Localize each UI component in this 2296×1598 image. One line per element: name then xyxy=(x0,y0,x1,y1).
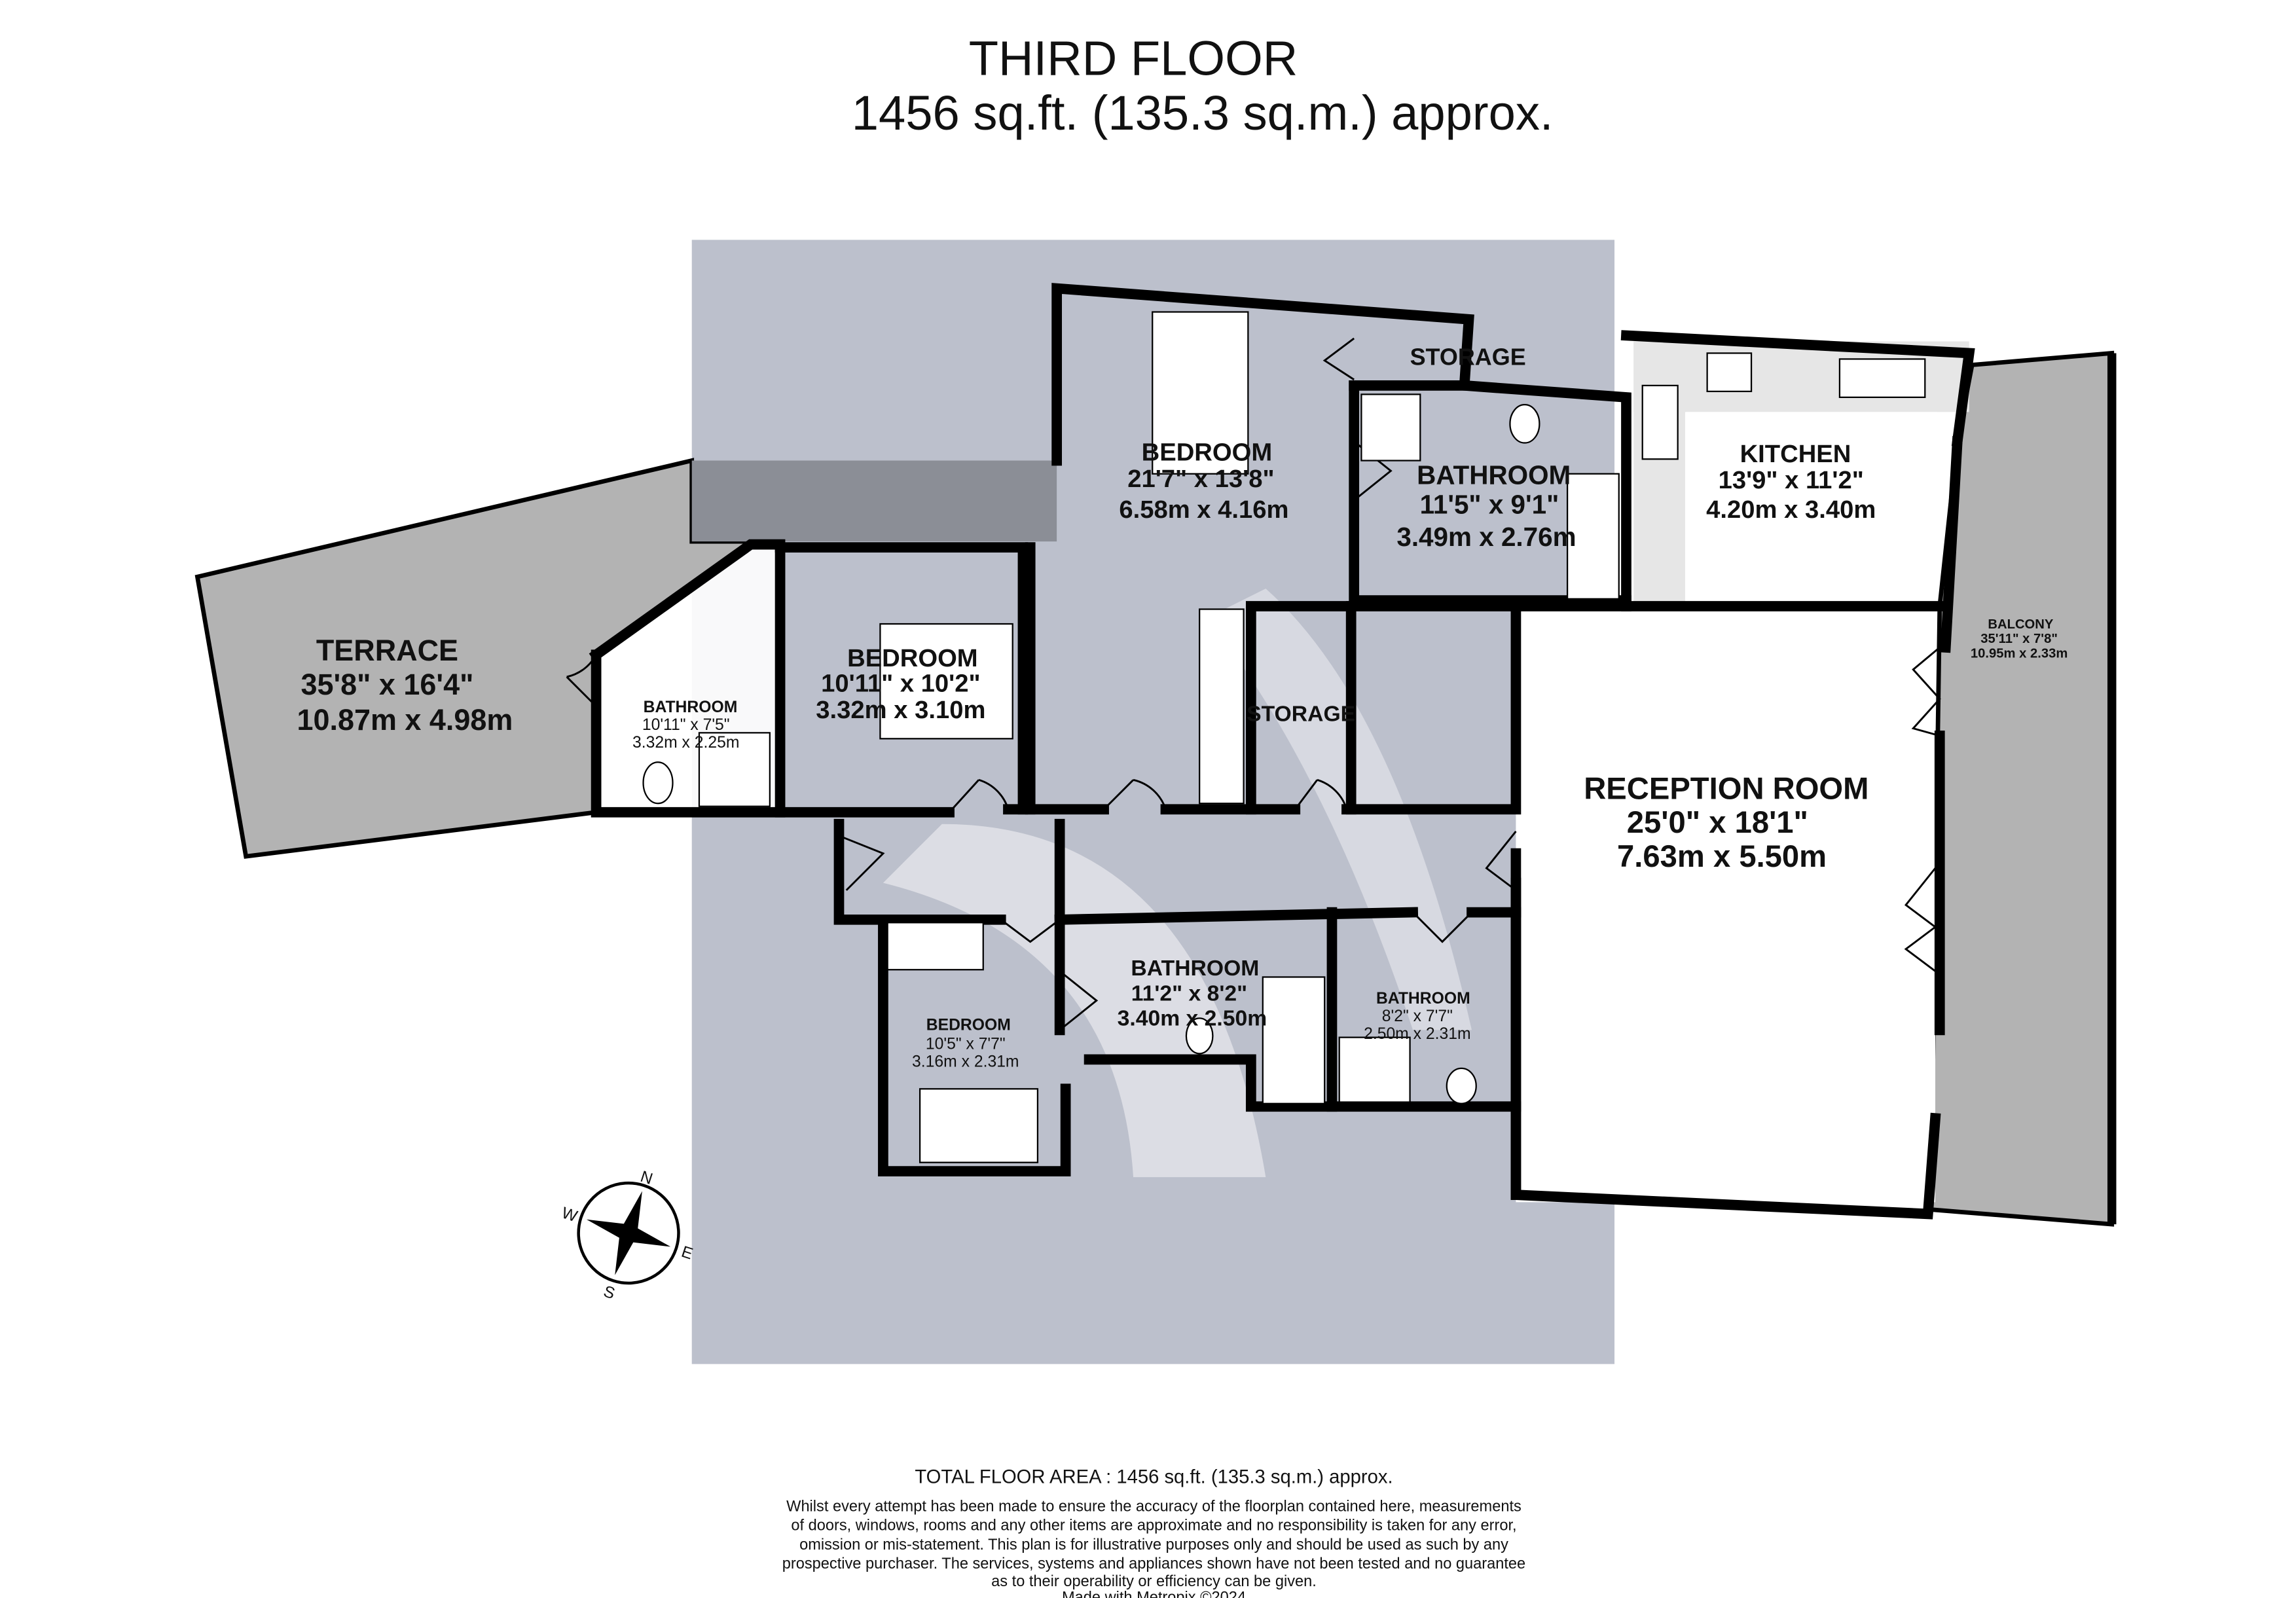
credit: Made with Metropix ©2024 xyxy=(1062,1589,1246,1598)
svg-text:of doors, windows, rooms and a: of doors, windows, rooms and any other i… xyxy=(791,1517,1516,1534)
svg-text:Whilst every attempt has been: Whilst every attempt has been made to en… xyxy=(786,1498,1522,1515)
svg-text:omission or mis-statement. Thi: omission or mis-statement. This plan is … xyxy=(799,1536,1508,1553)
shaded-area xyxy=(691,460,1057,542)
svg-text:BATHROOM: BATHROOM xyxy=(1131,956,1259,981)
room-label-kitchen: KITCHEN 13'9" x 11'2" 4.20m x 3.40m xyxy=(1706,440,1876,524)
walls xyxy=(589,283,1975,1220)
room-label-bathroom-south: BATHROOM 11'2" x 8'2" 3.40m x 2.50m xyxy=(1118,956,1267,1030)
svg-text:N: N xyxy=(638,1168,655,1188)
svg-text:10.87m x 4.98m: 10.87m x 4.98m xyxy=(297,703,513,736)
svg-text:21'7" x 13'8": 21'7" x 13'8" xyxy=(1127,465,1274,493)
svg-text:KITCHEN: KITCHEN xyxy=(1740,440,1851,468)
svg-text:10'11" x 7'5": 10'11" x 7'5" xyxy=(642,716,730,734)
room-label-storage-north: STORAGE xyxy=(1410,343,1526,370)
svg-text:3.40m x 2.50m: 3.40m x 2.50m xyxy=(1118,1006,1267,1031)
svg-text:3.32m x 3.10m: 3.32m x 3.10m xyxy=(816,696,985,724)
room-label-bathroom-ensuite: BATHROOM 11'5" x 9'1" 3.49m x 2.76m xyxy=(1396,460,1576,551)
room-label-reception: RECEPTION ROOM 25'0" x 18'1" 7.63m x 5.5… xyxy=(1584,772,1868,874)
svg-text:RECEPTION ROOM: RECEPTION ROOM xyxy=(1584,772,1868,807)
svg-text:35'8" x 16'4": 35'8" x 16'4" xyxy=(301,668,473,701)
svg-text:8'2" x 7'7": 8'2" x 7'7" xyxy=(1382,1008,1453,1025)
plan-title: THIRD FLOOR xyxy=(969,31,1298,86)
svg-text:6.58m x 4.16m: 6.58m x 4.16m xyxy=(1119,496,1288,524)
svg-text:3.49m x 2.76m: 3.49m x 2.76m xyxy=(1396,522,1576,552)
sink-icon xyxy=(1838,358,1926,399)
fixtures xyxy=(642,311,1620,1163)
toilet-icon xyxy=(1446,1067,1477,1104)
toilet-icon xyxy=(1185,1017,1214,1055)
bed-icon xyxy=(919,1088,1039,1163)
shower-icon xyxy=(698,732,771,807)
room-label-storage-central: STORAGE xyxy=(1247,701,1355,726)
svg-text:as to their operability or eff: as to their operability or efficiency ca… xyxy=(991,1573,1317,1590)
toilet-icon xyxy=(1509,403,1540,444)
svg-text:10'5" x 7'7": 10'5" x 7'7" xyxy=(926,1036,1006,1053)
room-label-bathroom-east: BATHROOM 8'2" x 7'7" 2.50m x 2.31m xyxy=(1364,990,1471,1043)
bed-icon xyxy=(1152,311,1249,475)
svg-text:35'11" x 7'8": 35'11" x 7'8" xyxy=(1980,632,2058,646)
svg-text:10'11" x 10'2": 10'11" x 10'2" xyxy=(821,669,981,697)
total-floor-area: TOTAL FLOOR AREA : 1456 sq.ft. (135.3 sq… xyxy=(915,1467,1393,1488)
toilet-icon xyxy=(642,761,674,805)
room-label-bathroom-west: BATHROOM 10'11" x 7'5" 3.32m x 2.25m xyxy=(632,699,740,752)
svg-text:2.50m x 2.31m: 2.50m x 2.31m xyxy=(1364,1025,1471,1043)
wardrobe-icon xyxy=(1199,608,1245,805)
svg-text:BATHROOM: BATHROOM xyxy=(1376,990,1470,1008)
plan-area: 1456 sq.ft. (135.3 sq.m.) approx. xyxy=(852,86,1554,140)
compass-icon: N E S W xyxy=(560,1168,695,1303)
svg-text:3.16m x 2.31m: 3.16m x 2.31m xyxy=(912,1053,1019,1071)
svg-text:BEDROOM: BEDROOM xyxy=(926,1016,1011,1034)
svg-text:25'0" x 18'1": 25'0" x 18'1" xyxy=(1627,805,1808,840)
svg-text:S: S xyxy=(601,1282,617,1303)
room-label-bedroom-main: BEDROOM 21'7" x 13'8" 6.58m x 4.16m xyxy=(1119,439,1288,524)
wardrobe-icon xyxy=(886,922,984,971)
svg-text:BATHROOM: BATHROOM xyxy=(1417,460,1571,490)
watermark-logo xyxy=(883,824,1266,1178)
room-label-bedroom-south: BEDROOM 10'5" x 7'7" 3.16m x 2.31m xyxy=(912,1016,1019,1070)
bath-icon xyxy=(1566,473,1620,600)
watermark-logo xyxy=(1207,589,1472,1030)
svg-text:11'5" x 9'1": 11'5" x 9'1" xyxy=(1420,489,1559,519)
hob-icon xyxy=(1706,352,1753,393)
svg-text:TERRACE: TERRACE xyxy=(316,634,458,667)
shower-icon xyxy=(1338,1036,1411,1103)
kitchen-counter xyxy=(1633,341,1685,607)
svg-text:10.95m x 2.33m: 10.95m x 2.33m xyxy=(1971,647,2068,661)
svg-text:BEDROOM: BEDROOM xyxy=(847,644,978,672)
svg-text:13'9" x 11'2": 13'9" x 11'2" xyxy=(1719,466,1864,494)
svg-text:11'2" x 8'2": 11'2" x 8'2" xyxy=(1131,981,1247,1006)
bed-icon xyxy=(879,623,1013,740)
room-label-terrace: TERRACE 35'8" x 16'4" 10.87m x 4.98m xyxy=(297,634,513,736)
room-label-bedroom-west: BEDROOM 10'11" x 10'2" 3.32m x 3.10m xyxy=(816,644,985,724)
svg-text:3.32m x 2.25m: 3.32m x 2.25m xyxy=(632,734,740,752)
disclaimer: Whilst every attempt has been made to en… xyxy=(782,1498,1525,1590)
room-label-balcony: BALCONY 35'11" x 7'8" 10.95m x 2.33m xyxy=(1971,617,2068,661)
svg-text:BATHROOM: BATHROOM xyxy=(644,699,738,716)
svg-text:BEDROOM: BEDROOM xyxy=(1142,439,1273,467)
svg-text:prospective purchaser. The ser: prospective purchaser. The services, sys… xyxy=(782,1555,1525,1572)
bath-icon xyxy=(1262,976,1326,1104)
shower-icon xyxy=(1360,393,1421,462)
svg-text:4.20m x 3.40m: 4.20m x 3.40m xyxy=(1706,496,1876,524)
sink-icon xyxy=(1641,384,1679,460)
svg-text:BALCONY: BALCONY xyxy=(1988,617,2053,632)
svg-text:W: W xyxy=(560,1204,580,1226)
svg-text:7.63m x 5.50m: 7.63m x 5.50m xyxy=(1617,839,1827,874)
